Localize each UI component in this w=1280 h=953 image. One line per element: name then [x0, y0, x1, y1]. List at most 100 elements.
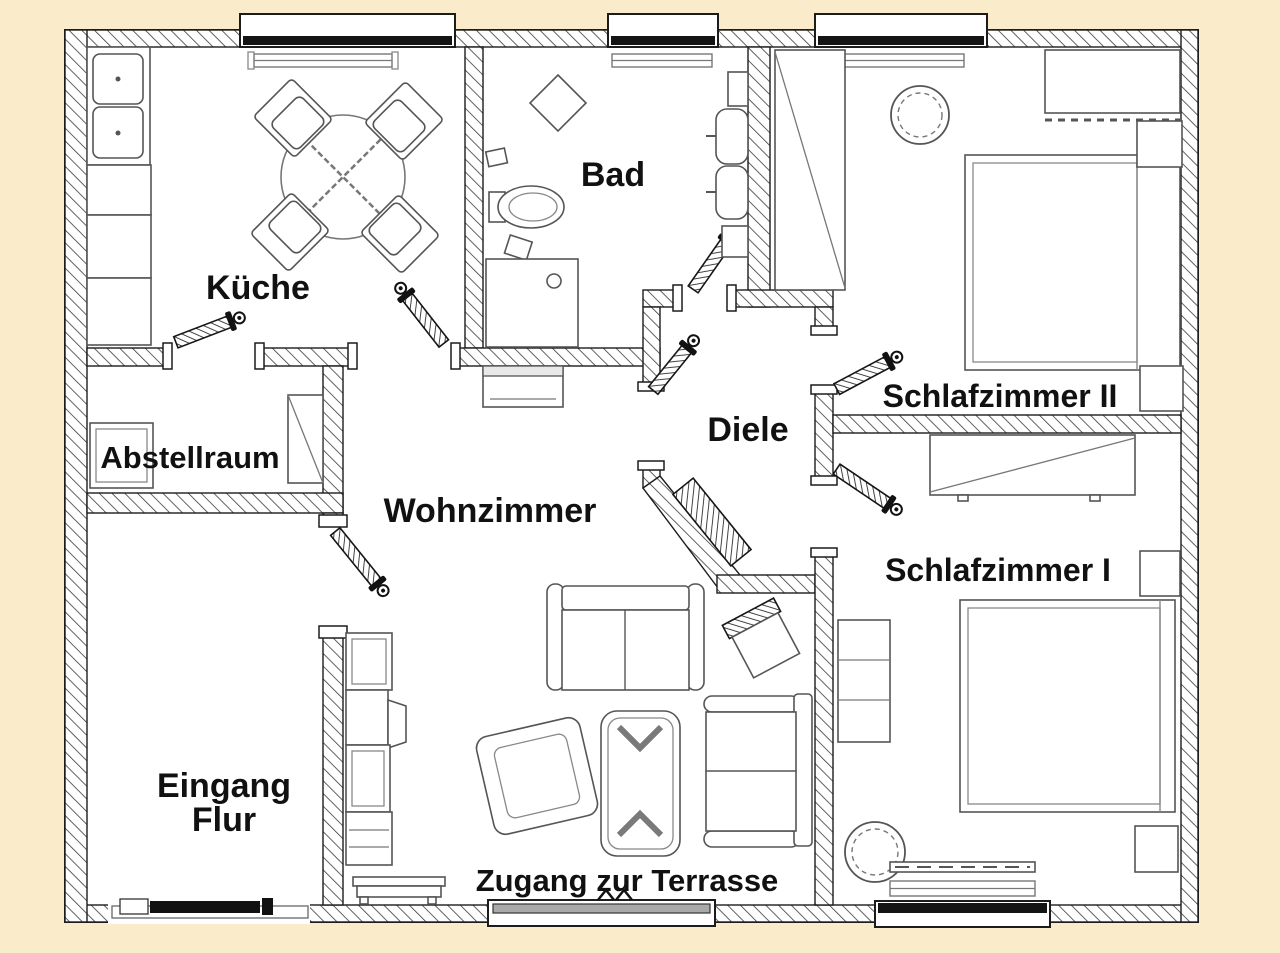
wall-unit: [345, 632, 407, 866]
coffee-table: [600, 710, 681, 857]
bath-sinks: [706, 71, 749, 258]
wall-schlafzimmer-divider: [832, 414, 1182, 434]
kitchen-counter: [86, 164, 152, 346]
label-schlafzimmer2: Schlafzimmer II: [883, 378, 1118, 414]
dining-chair: [254, 79, 332, 157]
door-post: [637, 460, 665, 471]
sofa-top: [546, 583, 705, 691]
label-wohnzimmer: Wohnzimmer: [384, 492, 597, 530]
label-eingang-line1: Eingang: [157, 767, 291, 805]
round-chair: [890, 85, 950, 145]
opening-diele-schlafzimmer2: [813, 334, 835, 386]
label-diele: Diele: [707, 411, 788, 449]
kitchen-sink-unit: [86, 46, 151, 166]
room-labels: Küche Bad Schlafzimmer II Diele Abstellr…: [100, 156, 1117, 898]
storage-cabinet: [89, 422, 154, 489]
door-post: [347, 342, 358, 370]
wall-exterior-right: [1180, 29, 1199, 923]
wall-exterior-left: [64, 29, 88, 923]
double-bed: [959, 599, 1176, 813]
double-bed: [964, 154, 1181, 371]
room-diele: [671, 476, 753, 568]
door-swing-arrow: [597, 887, 615, 901]
door-leaf: [329, 526, 390, 598]
room-schlafzimmer2: [774, 49, 1184, 412]
armchair-rotated: [721, 597, 801, 679]
door-post: [162, 342, 173, 370]
door-leaf: [832, 463, 903, 516]
dining-chair: [251, 193, 329, 271]
door-leaf: [647, 334, 701, 396]
laundry-basket: [528, 73, 588, 133]
room-bad: [484, 71, 749, 348]
door-post: [810, 475, 838, 486]
bath-accessory: [484, 147, 509, 168]
wall-diele-bottom: [716, 574, 816, 594]
door-post: [726, 284, 737, 312]
opening-bad-diele: [681, 288, 729, 309]
nightstand: [1139, 550, 1181, 597]
bench: [889, 861, 1036, 873]
shower: [485, 258, 579, 348]
toilet: [488, 185, 565, 229]
label-bad: Bad: [581, 156, 645, 194]
label-schlafzimmer1: Schlafzimmer I: [885, 552, 1111, 588]
door-post: [672, 284, 683, 312]
room-kueche: [86, 46, 443, 346]
door-post: [318, 514, 348, 528]
tv: [387, 698, 407, 750]
label-eingang-line2: Flur: [192, 801, 256, 839]
label-abstellraum: Abstellraum: [100, 440, 279, 475]
opening-diele-schlafzimmer1: [813, 484, 835, 549]
opening-kueche-abstellraum: [170, 346, 257, 368]
nightstand: [1139, 365, 1184, 412]
dining-chair: [365, 82, 443, 160]
wall-kueche-bad: [464, 46, 484, 349]
armchair: [475, 716, 599, 836]
sofa-right: [703, 693, 813, 848]
dining-chair: [361, 195, 439, 273]
room-abstellraum: [89, 394, 324, 489]
door-post: [810, 547, 838, 558]
door-post: [254, 342, 265, 370]
sideboard: [482, 365, 564, 408]
label-kueche: Küche: [206, 269, 310, 307]
window-bad: [607, 13, 719, 68]
label-terrasse: Zugang zur Terrasse: [476, 863, 779, 898]
bath-accessory: [503, 234, 534, 262]
door-leaf: [172, 311, 246, 349]
door-post: [810, 384, 838, 395]
desk: [837, 619, 891, 743]
door-post: [810, 325, 838, 336]
wall-bad-schlafzimmer2: [747, 46, 771, 308]
opening-wohnzimmer-diele: [641, 390, 662, 462]
window-schlafzimmer2: [814, 13, 988, 68]
storage-wardrobe: [287, 394, 324, 484]
entrance-door: [108, 898, 310, 924]
wall-schlafzimmer-left: [814, 306, 834, 906]
nightstand: [1136, 120, 1183, 168]
window-schlafzimmer1: [874, 880, 1051, 928]
wardrobe: [929, 434, 1136, 502]
desk: [1044, 49, 1181, 122]
dining-table: [280, 114, 406, 240]
door-leaf: [394, 281, 450, 349]
door-openings: [162, 284, 838, 639]
wardrobe: [774, 49, 846, 291]
door-post: [318, 625, 348, 639]
room-wohnzimmer: [345, 365, 813, 905]
door-post: [450, 342, 461, 370]
bench: [352, 876, 446, 905]
opening-kueche-wohnzimmer: [355, 346, 453, 368]
terrace-door: [487, 887, 716, 927]
wall-diele-top: [642, 289, 834, 308]
wall-abstellraum-bottom: [86, 492, 344, 514]
door-swing-arrow: [615, 887, 633, 901]
door-leaf: [832, 350, 904, 396]
round-chair: [844, 821, 906, 883]
window-kueche: [239, 13, 456, 70]
windows: [239, 13, 1051, 928]
hall-sideboard: [671, 476, 753, 568]
nightstand: [1134, 825, 1179, 873]
